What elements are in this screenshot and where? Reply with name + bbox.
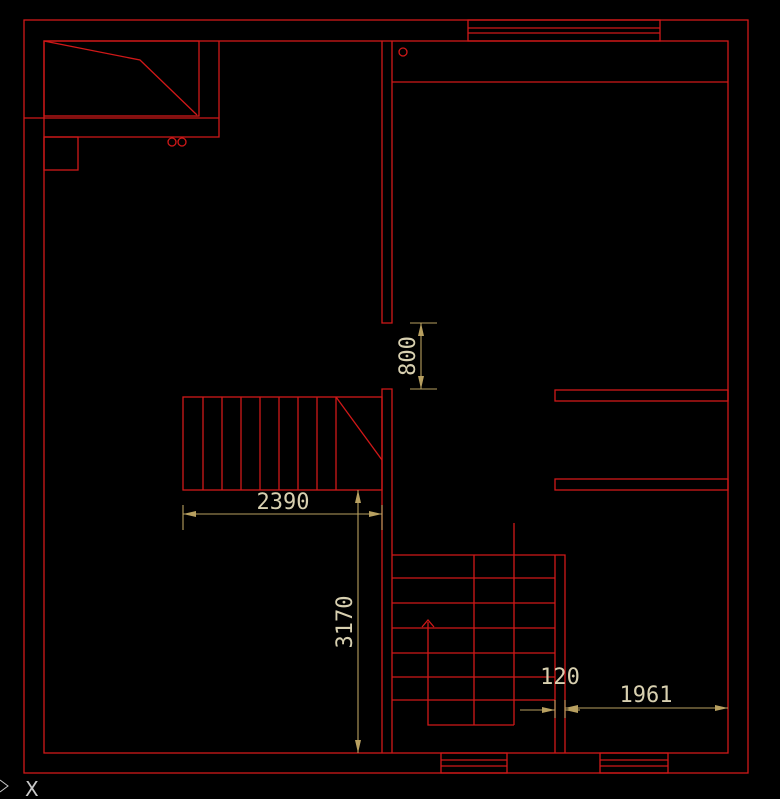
dimension-800: 800 [396,322,437,390]
right-staircase [392,523,566,753]
central-partition [381,41,393,753]
dim-3170-label: 3170 [333,596,358,649]
bottom-windows [440,752,669,774]
dim-800-label: 800 [396,336,421,376]
dim-2390-label: 2390 [257,490,310,515]
right-partitions [554,389,729,491]
ucs-icon: X [0,777,39,799]
top-right-strip [392,47,728,83]
dim-1961-label: 1961 [620,683,673,708]
top-window [467,19,661,42]
dimension-3170: 3170 [333,490,361,753]
top-left-room [24,40,220,171]
dimension-2390: 2390 [182,490,383,530]
ucs-x-label: X [25,777,39,799]
outer-walls [23,19,749,774]
dimension-120: 120 [520,665,580,718]
left-staircase [182,396,383,491]
dim-120-label: 120 [540,665,580,690]
dimension-1961: 1961 [565,683,728,711]
